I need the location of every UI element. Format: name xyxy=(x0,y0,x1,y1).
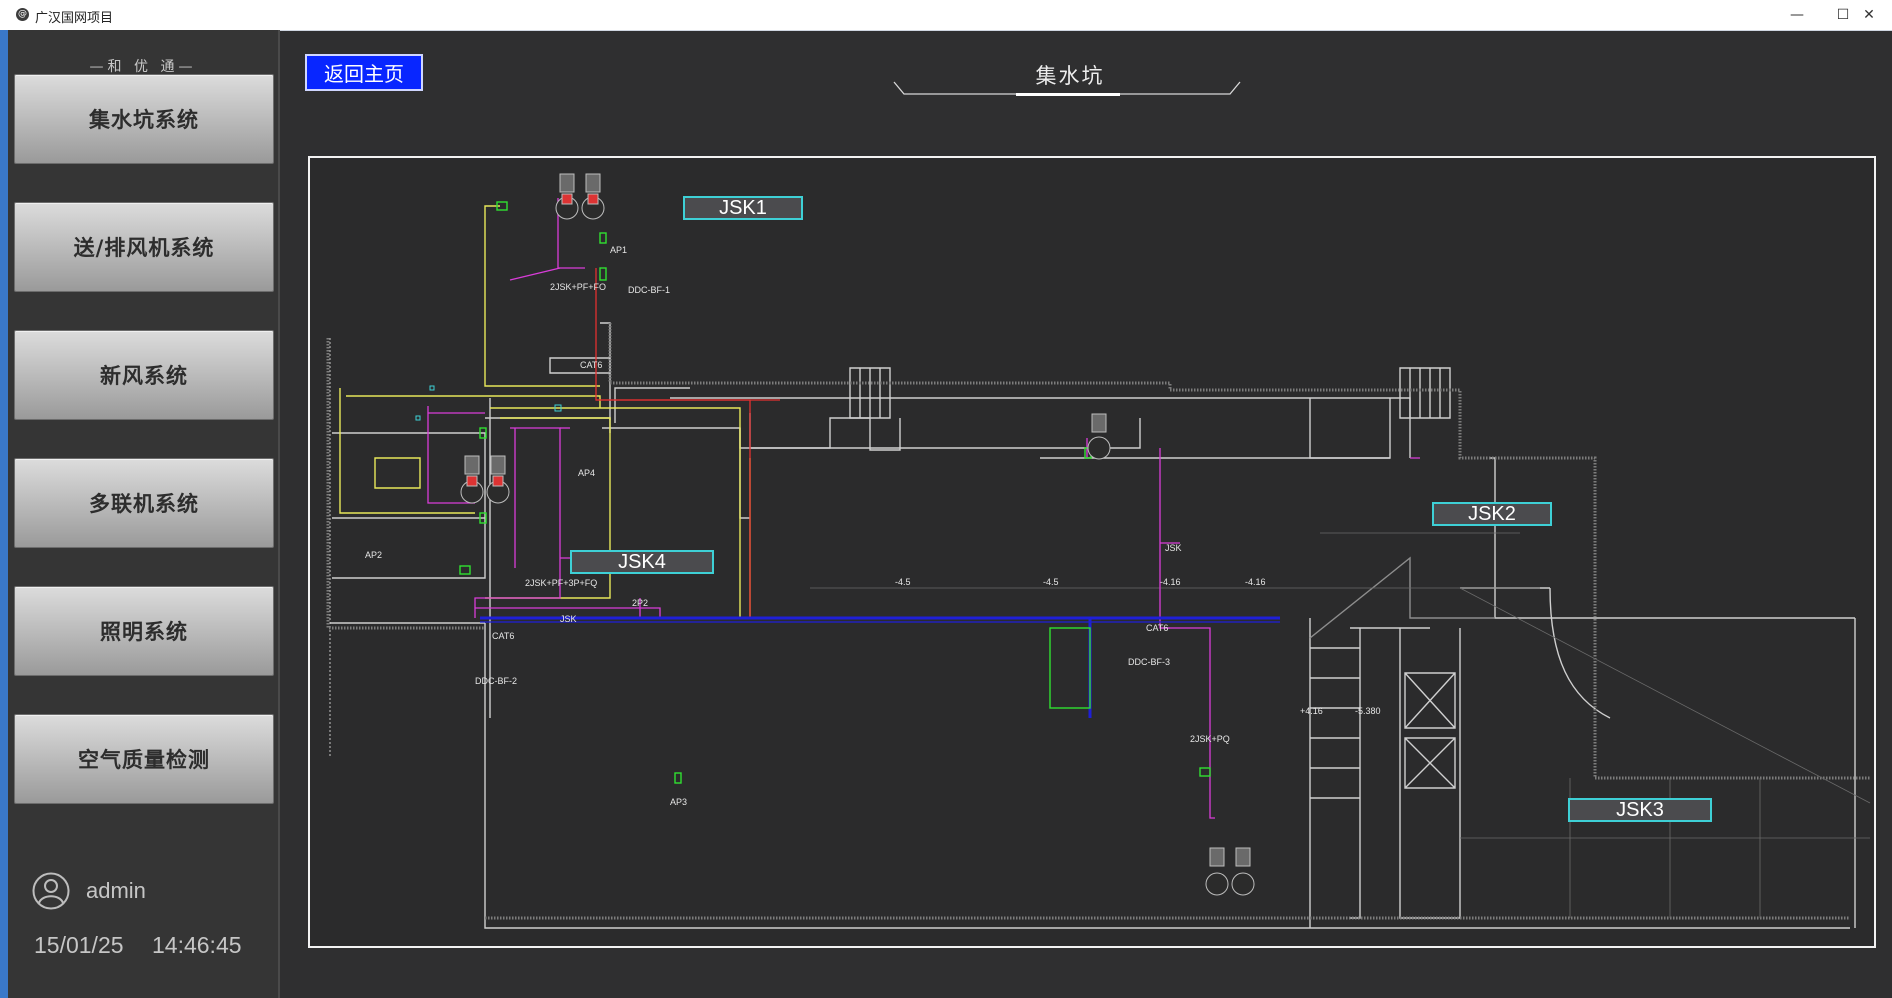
sump-floor-plan: AP1 DDC-BF-1 2JSK+PF+FO CAT6 AP2 AP4 2JS… xyxy=(308,156,1876,948)
label-elevation-6: -5.380 xyxy=(1355,706,1381,716)
sidebar-item-lighting-system[interactable]: 照明系统 xyxy=(14,586,274,676)
label-ap2: AP2 xyxy=(365,550,382,560)
label-cable2: 2JSK+PF+3P+FQ xyxy=(525,578,597,588)
sidebar: —和 优 通— 集水坑系统 送/排风机系统 新风系统 多联机系统 照明系统 空气… xyxy=(8,30,280,998)
label-cat6-a: CAT6 xyxy=(580,360,602,370)
label-cable1: 2JSK+PF+FO xyxy=(550,282,606,292)
user-icon xyxy=(32,872,70,910)
jsk4-tag[interactable]: JSK4 xyxy=(570,550,714,574)
window-left-edge xyxy=(0,30,8,998)
close-button[interactable]: ✕ xyxy=(1863,7,1875,23)
window-titlebar: @ 广汉国网项目 — ☐ ✕ xyxy=(0,0,1892,31)
label-elevation-3: -4.16 xyxy=(1160,577,1181,587)
label-p2: 2P2 xyxy=(632,598,648,608)
label-jsk-small: JSK xyxy=(1165,543,1182,553)
jsk2-tag[interactable]: JSK2 xyxy=(1432,502,1552,526)
window-title: 广汉国网项目 xyxy=(35,11,114,26)
label-jsk-blue: JSK xyxy=(560,614,577,624)
sidebar-item-vrv-system[interactable]: 多联机系统 xyxy=(14,458,274,548)
sidebar-item-air-quality[interactable]: 空气质量检测 xyxy=(14,714,274,804)
label-ap3: AP3 xyxy=(670,797,687,807)
label-ap4: AP4 xyxy=(578,468,595,478)
label-cat6-c: CAT6 xyxy=(1146,623,1168,633)
label-ap1: AP1 xyxy=(610,245,627,255)
label-cable3: 2JSK+PQ xyxy=(1190,734,1230,744)
pump-group xyxy=(460,173,1255,896)
label-cat6-b: CAT6 xyxy=(492,631,514,641)
label-ddc3: DDC-BF-3 xyxy=(1128,657,1170,667)
label-ddc2: DDC-BF-2 xyxy=(475,676,517,686)
label-elevation-1: -4.5 xyxy=(895,577,911,587)
label-ddc1: DDC-BF-1 xyxy=(628,285,670,295)
back-to-home-button[interactable]: 返回主页 xyxy=(305,54,423,91)
label-elevation-5: +4.16 xyxy=(1300,706,1323,716)
sidebar-item-fresh-air-system[interactable]: 新风系统 xyxy=(14,330,274,420)
label-elevation-4: -4.16 xyxy=(1245,577,1266,587)
username: admin xyxy=(86,878,146,903)
maximize-button[interactable]: ☐ xyxy=(1836,7,1850,23)
sidebar-item-fan-system[interactable]: 送/排风机系统 xyxy=(14,202,274,292)
jsk1-tag[interactable]: JSK1 xyxy=(683,196,803,220)
current-date: 15/01/25 xyxy=(34,932,124,958)
label-elevation-2: -4.5 xyxy=(1043,577,1059,587)
minimize-button[interactable]: — xyxy=(1790,7,1804,23)
current-time: 14:46:45 xyxy=(152,932,242,958)
app-logo-icon: @ xyxy=(16,8,29,21)
floor-plan-drawing: AP1 DDC-BF-1 2JSK+PF+FO CAT6 AP2 AP4 2JS… xyxy=(326,173,1871,929)
jsk3-tag[interactable]: JSK3 xyxy=(1568,798,1712,822)
sidebar-brand: —和 优 通— xyxy=(89,59,197,75)
sidebar-item-sump-system[interactable]: 集水坑系统 xyxy=(14,74,274,164)
title-underline xyxy=(893,81,1241,96)
page-title: 集水坑 xyxy=(1035,64,1105,88)
